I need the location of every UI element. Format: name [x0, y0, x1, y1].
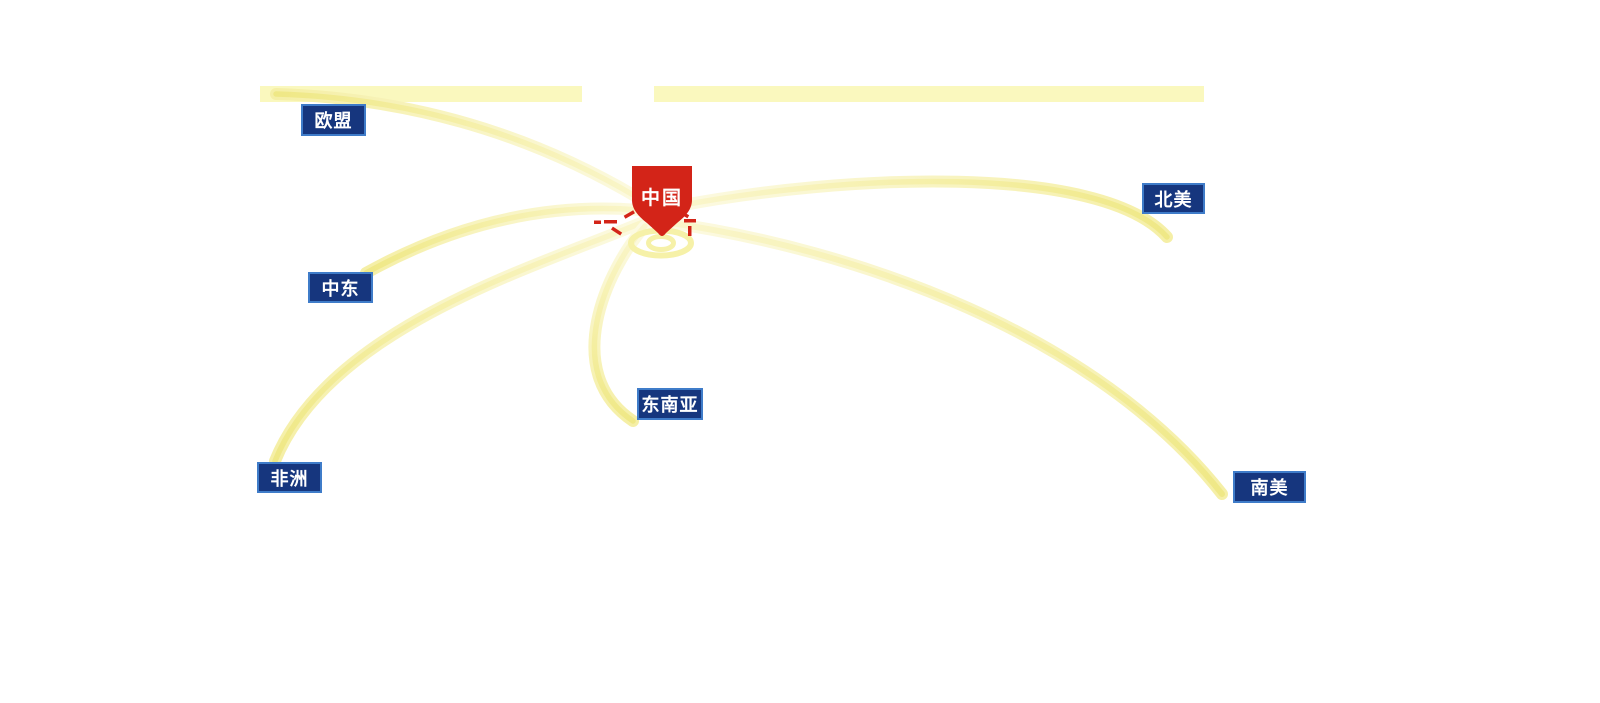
region-label-eu: 欧盟 [301, 104, 366, 136]
route-china-africa [269, 214, 654, 467]
route-china-south-america [658, 216, 1228, 500]
route-lines [269, 88, 1228, 500]
region-label-southeast-asia: 东南亚 [637, 388, 703, 420]
route-china-eu [270, 88, 656, 211]
route-china-north-america [672, 175, 1173, 243]
region-label-south-america: 南美 [1233, 471, 1306, 503]
route-china-middle-east [360, 202, 656, 279]
region-label-middle-east: 中东 [308, 272, 373, 303]
pin-ripple [628, 227, 694, 259]
region-label-north-america: 北美 [1142, 183, 1205, 214]
china-pin-label: 中国 [641, 186, 683, 209]
region-label-africa: 非洲 [257, 462, 322, 493]
top-bar-right [654, 86, 1204, 102]
china-pin: 中国 [632, 166, 692, 236]
